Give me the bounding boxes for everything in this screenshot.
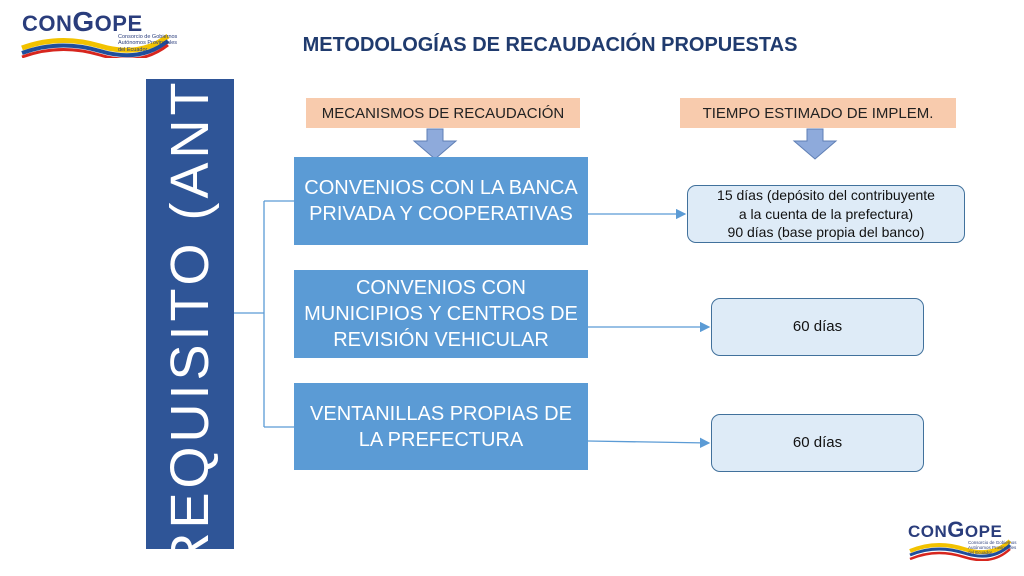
- logo-swoosh-icon: [909, 539, 1012, 561]
- congope-logo-top: CONGOPE Consorcio de Gobiernos Autónomos…: [20, 6, 180, 58]
- header-time: TIEMPO ESTIMADO DE IMPLEM.: [680, 98, 956, 128]
- logo-wordmark: CONGOPE: [908, 517, 1003, 542]
- down-arrow-icon: [412, 128, 458, 160]
- congope-logo-bottom: CONGOPE Consorcio de Gobiernos Autónomos…: [908, 517, 1020, 569]
- logo-subtitle: Consorcio de Gobiernos Autónomos Provinc…: [968, 540, 1017, 556]
- logo-wordmark: CONGOPE: [22, 6, 143, 37]
- page-title: METODOLOGÍAS DE RECAUDACIÓN PROPUESTAS: [302, 34, 798, 56]
- logo-swoosh-icon: [21, 33, 170, 58]
- time-estimate-box: 60 días: [711, 298, 924, 356]
- side-label-bar: REQUISITO (ANT): [146, 56, 234, 572]
- header-mechanisms: MECANISMOS DE RECAUDACIÓN: [306, 98, 580, 128]
- time-estimate-box: 60 días: [711, 414, 924, 472]
- arrow-connector: [587, 437, 711, 449]
- bracket-connector: [234, 200, 294, 428]
- logo-subtitle: Consorcio de Gobiernos Autónomos Provinc…: [118, 34, 178, 53]
- down-arrow-icon: [792, 128, 838, 160]
